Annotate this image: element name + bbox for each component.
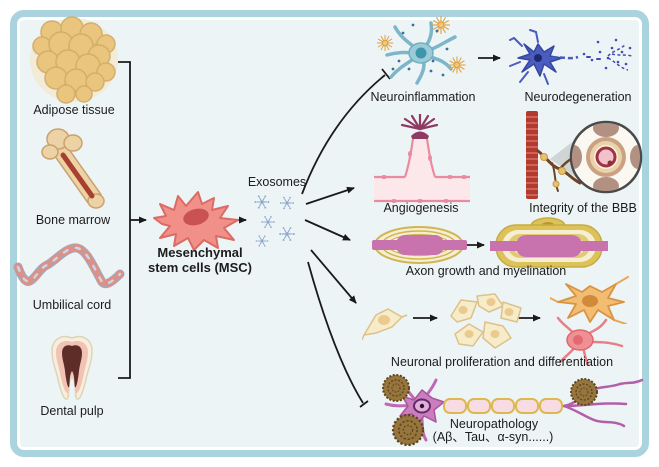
neuropathology-neuron-icon bbox=[382, 374, 644, 447]
inhibit-line-neuropathology bbox=[307, 261, 364, 404]
axon-thick-myelin-icon bbox=[490, 217, 608, 268]
progenitor-cell-icon bbox=[362, 308, 408, 341]
bbb-integrity-icon bbox=[526, 111, 643, 199]
axon-thin-myelin-icon bbox=[372, 226, 467, 264]
cell-cluster-icon bbox=[450, 293, 522, 349]
exosomes-icon bbox=[254, 194, 296, 248]
label-msc: Mesenchymal stem cells (MSC) bbox=[148, 245, 252, 276]
msc-cell-icon bbox=[153, 191, 239, 251]
inhibit-bar-neuroinflammation bbox=[381, 68, 391, 80]
label-umbilical-cord: Umbilical cord bbox=[32, 298, 112, 312]
arrow-to-proliferation bbox=[310, 249, 357, 304]
label-dental-pulp: Dental pulp bbox=[40, 404, 104, 418]
inhibit-line-neuroinflammation bbox=[301, 74, 386, 195]
arrow-to-axon-growth bbox=[304, 219, 351, 241]
label-bbb-integrity: Integrity of the BBB bbox=[529, 201, 637, 215]
degenerating-neuron-icon bbox=[509, 29, 633, 85]
adipose-tissue-icon bbox=[30, 16, 118, 104]
astrocyte-icon bbox=[550, 276, 629, 324]
label-adipose-tissue: Adipose tissue bbox=[33, 103, 115, 117]
microglia-neuroinflammation-icon bbox=[376, 15, 467, 85]
label-msc-line2: stem cells (MSC) bbox=[147, 260, 253, 276]
label-msc-line1: Mesenchymal bbox=[157, 245, 243, 260]
arrow-to-angiogenesis bbox=[305, 186, 355, 205]
label-angiogenesis: Angiogenesis bbox=[383, 201, 459, 215]
tooth-icon bbox=[51, 335, 93, 400]
source-bracket bbox=[118, 61, 131, 379]
label-neuropathology-sub: (Aβ、Tau、α-syn......) bbox=[432, 430, 554, 444]
pink-neuron-icon bbox=[556, 316, 624, 366]
label-neuroinflammation: Neuroinflammation bbox=[370, 90, 476, 104]
label-bone-marrow: Bone marrow bbox=[35, 213, 111, 227]
label-exosomes: Exosomes bbox=[247, 175, 307, 189]
label-neurodegeneration: Neurodegeneration bbox=[524, 90, 632, 104]
umbilical-cord-icon bbox=[13, 243, 125, 289]
label-neuropathology: Neuropathology bbox=[449, 417, 539, 431]
angiogenesis-vessel-icon bbox=[374, 114, 470, 203]
bone-icon bbox=[41, 128, 105, 209]
inhibit-bar-neuropathology bbox=[359, 400, 369, 408]
label-axon-growth: Axon growth and myelination bbox=[405, 264, 567, 278]
label-proliferation: Neuronal proliferation and differentiati… bbox=[390, 355, 614, 369]
